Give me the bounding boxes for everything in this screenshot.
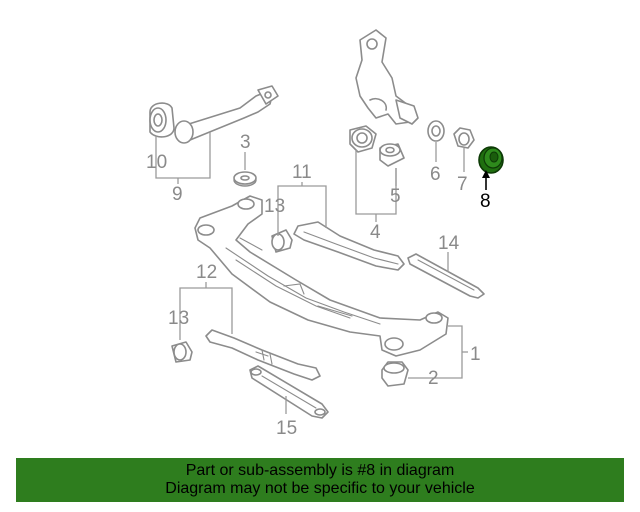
callout-11: 11: [292, 162, 312, 183]
bushing-part-4[interactable]: [349, 125, 377, 153]
lateral-arm-part-11[interactable]: [293, 221, 405, 271]
nut-part-7[interactable]: [453, 127, 475, 149]
link-rod-part-14[interactable]: [407, 253, 485, 299]
mount-bushing-part-2[interactable]: [381, 361, 409, 387]
washer-part-6[interactable]: [427, 120, 445, 142]
bushing-part-8-highlighted[interactable]: [478, 146, 504, 174]
banner-line-2: Diagram may not be specific to your vehi…: [165, 480, 475, 497]
callout-10: 10: [146, 152, 167, 173]
callout-13-lower: 13: [168, 308, 189, 329]
parts-diagram: 10 9 3 11 13 5 4 6 7 8 14 12 13 1 2 15: [146, 29, 504, 439]
callout-7: 7: [457, 174, 468, 195]
callout-numbers: 10 9 3 11 13 5 4 6 7 8 14 12 13 1 2 15: [146, 132, 491, 439]
callout-9: 9: [172, 184, 183, 205]
info-banner: Part or sub-assembly is #8 in diagram Di…: [16, 458, 624, 502]
bushing-part-13-lower[interactable]: [171, 341, 193, 363]
callout-1: 1: [470, 344, 481, 365]
knuckle-part[interactable]: [355, 29, 419, 125]
callout-13-upper: 13: [264, 196, 285, 217]
callout-4: 4: [370, 222, 381, 243]
callout-12: 12: [196, 262, 217, 283]
callout-5: 5: [390, 186, 401, 207]
crossmember-part-1[interactable]: [194, 195, 449, 357]
callout-14: 14: [438, 233, 460, 254]
leader-lines: [155, 132, 490, 414]
callout-15: 15: [276, 418, 297, 439]
washer-part-3[interactable]: [233, 171, 257, 187]
banner-line-1: Part or sub-assembly is #8 in diagram: [185, 462, 455, 479]
toe-link-part-12[interactable]: [205, 329, 321, 381]
callout-2: 2: [428, 368, 439, 389]
link-part-15[interactable]: [249, 365, 329, 419]
callout-6: 6: [430, 164, 441, 185]
callout-3: 3: [240, 132, 251, 153]
callout-8-highlighted: 8: [480, 191, 491, 212]
upper-control-arm-part[interactable]: [149, 85, 279, 144]
bushing-part-5[interactable]: [379, 143, 405, 167]
bushing-part-13-upper[interactable]: [271, 229, 293, 253]
